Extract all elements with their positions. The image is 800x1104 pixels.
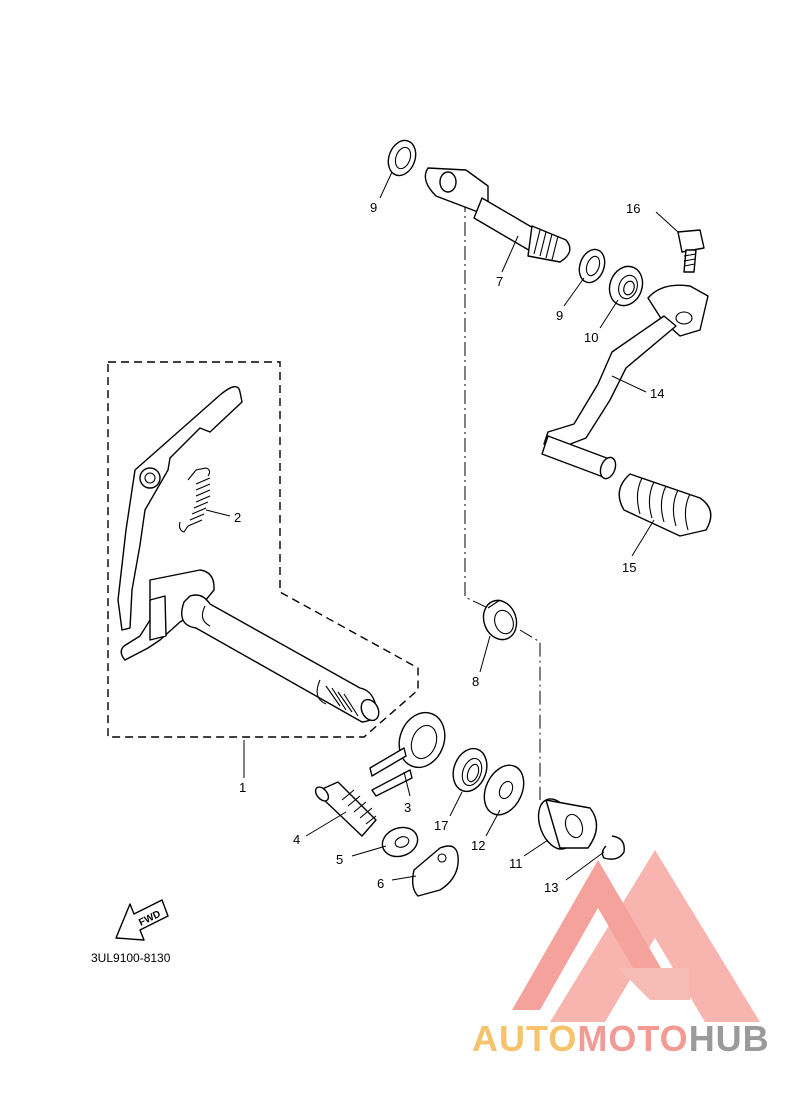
watermark-logo (512, 850, 760, 1022)
callout-14: 14 (650, 386, 664, 401)
callout-11: 11 (509, 856, 523, 871)
circlip-13 (601, 835, 625, 860)
drawing-code: 3UL9100-8130 (91, 951, 171, 965)
forward-direction-arrow: FWD (115, 899, 169, 941)
washer-9-top (387, 139, 417, 177)
shift-pedal-14 (541, 284, 709, 480)
bearing-17 (452, 747, 488, 793)
callout-9b: 9 (556, 308, 563, 323)
callout-6: 6 (377, 876, 384, 891)
stopper-lever (411, 845, 459, 897)
callout-4: 4 (293, 832, 300, 847)
callout-16: 16 (626, 201, 640, 216)
callout-5: 5 (336, 852, 343, 867)
callout-13: 13 (544, 880, 558, 895)
collar-11 (537, 798, 598, 850)
leader-lines (205, 171, 679, 881)
washer-12 (483, 764, 525, 816)
stopper-bolt (314, 781, 377, 837)
callout-3: 3 (404, 800, 411, 815)
callout-17: 17 (434, 818, 448, 833)
torsion-spring (369, 711, 446, 797)
callout-15: 15 (622, 560, 636, 575)
shaft-7 (424, 167, 571, 263)
callout-8: 8 (472, 674, 479, 689)
washer-9-mid (578, 248, 606, 284)
washer-5 (381, 826, 419, 858)
brand-moto: MOTO (577, 1018, 689, 1059)
callout-9a: 9 (370, 200, 377, 215)
callout-12: 12 (471, 838, 485, 853)
callout-1: 1 (239, 780, 246, 795)
oil-seal-8 (482, 599, 518, 641)
callout-10: 10 (584, 330, 598, 345)
alignment-lines (437, 184, 541, 800)
pedal-rubber-15 (618, 473, 712, 537)
watermark-brand: AUTOMOTOHUB (472, 1018, 792, 1062)
callout-2: 2 (234, 510, 241, 525)
callout-7: 7 (496, 274, 503, 289)
bearing-10 (608, 265, 644, 307)
bolt-16 (677, 229, 705, 273)
assembly-boundary (107, 361, 419, 738)
brand-auto: AUTO (472, 1018, 578, 1059)
callout-numbers: 1 2 3 4 5 6 7 8 9 9 10 11 12 13 14 15 16… (234, 200, 664, 895)
shift-shaft-assembly (117, 386, 380, 723)
brand-hub: HUB (688, 1018, 770, 1059)
